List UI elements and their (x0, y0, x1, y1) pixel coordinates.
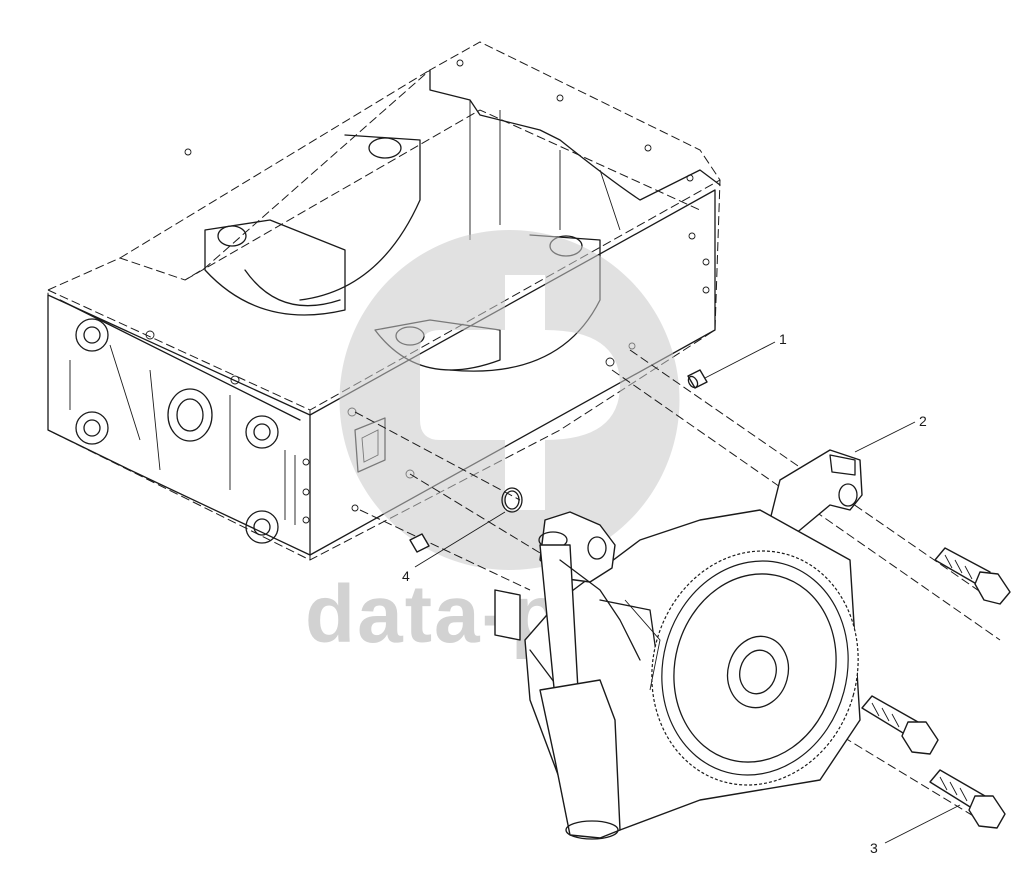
dowel-pin-1 (687, 369, 708, 389)
callout-label-3: 3 (870, 840, 878, 856)
callout-label-2: 2 (919, 413, 927, 429)
callout-3: 3 (870, 804, 961, 856)
callout-label-4: 4 (402, 568, 410, 584)
dowel-pin-lower (409, 533, 430, 553)
watermark-logo (339, 230, 680, 570)
engine-block (47, 41, 721, 561)
drive-gear (651, 550, 859, 786)
bolt-middle (861, 695, 939, 755)
callout-label-1: 1 (779, 331, 787, 347)
bolt-upper (934, 547, 1011, 605)
o-ring-4 (501, 487, 523, 513)
callout-2: 2 (854, 413, 927, 453)
oil-pump-assembly (494, 449, 863, 840)
bolt-lower (929, 769, 1006, 829)
callout-4: 4 (402, 511, 506, 584)
callout-1: 1 (704, 331, 787, 379)
